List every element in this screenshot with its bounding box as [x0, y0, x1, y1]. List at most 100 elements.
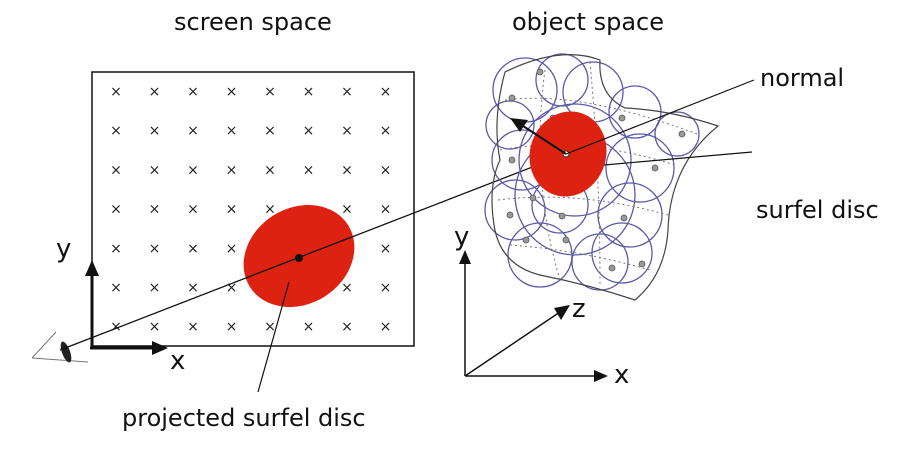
- screen-frame: [91, 71, 415, 347]
- surfel-point: [562, 236, 570, 244]
- pixel-grid-marker: ×: [380, 280, 392, 296]
- pixel-grid-marker: ×: [380, 202, 392, 218]
- surfel-circle: [492, 57, 558, 123]
- pixel-grid-marker: ×: [187, 241, 199, 257]
- object-y-arrow: [459, 250, 471, 264]
- object-z-axis: [464, 311, 561, 377]
- pixel-grid-marker: ×: [226, 202, 238, 218]
- pixel-grid-marker: ×: [303, 162, 315, 178]
- surfel-point: [651, 164, 659, 172]
- surfel-circle: [507, 222, 573, 288]
- object-z-axis-label: z: [572, 294, 586, 324]
- pixel-grid-marker: ×: [264, 162, 276, 178]
- surface-patch-outline: [491, 54, 720, 301]
- screen-space-title: screen space: [174, 8, 332, 36]
- screen-y-axis-label: y: [56, 234, 72, 264]
- surfel-point: [678, 130, 686, 138]
- pixel-grid-marker: ×: [341, 84, 353, 100]
- pixel-grid-marker: ×: [380, 319, 392, 335]
- object-y-axis-label: y: [454, 222, 470, 252]
- pixel-grid-marker: ×: [110, 241, 122, 257]
- pixel-grid-marker: ×: [226, 162, 238, 178]
- pixel-grid-marker: ×: [226, 241, 238, 257]
- screen-x-axis-label: x: [170, 346, 186, 376]
- pixel-grid-marker: ×: [187, 280, 199, 296]
- pixel-grid-marker: ×: [341, 123, 353, 139]
- pixel-grid-marker: ×: [149, 84, 161, 100]
- pixel-grid-marker: ×: [264, 202, 276, 218]
- pixel-grid-marker: ×: [264, 84, 276, 100]
- screen-x-arrow: [152, 341, 168, 355]
- screen-y-arrow: [85, 260, 99, 276]
- pixel-grid-marker: ×: [226, 84, 238, 100]
- object-x-arrow: [594, 370, 608, 382]
- surfel-disc-label-leader: [603, 151, 753, 166]
- surfel-circle: [485, 100, 535, 150]
- object-z-arrow: [554, 305, 570, 320]
- surfel-point: [536, 68, 544, 76]
- object-x-axis-label: x: [614, 360, 630, 390]
- pixel-grid-marker: ×: [110, 123, 122, 139]
- pixel-grid-marker: ×: [341, 202, 353, 218]
- pixel-grid-marker: ×: [303, 84, 315, 100]
- projected-label-leader: [257, 281, 290, 393]
- pixel-grid-marker: ×: [110, 280, 122, 296]
- pixel-grid-marker: ×: [149, 162, 161, 178]
- pixel-grid-marker: ×: [149, 280, 161, 296]
- surfel-circle: [518, 103, 632, 217]
- pixel-grid-marker: ×: [226, 123, 238, 139]
- pixel-grid-marker: ×: [110, 202, 122, 218]
- surfel-circle: [571, 233, 629, 291]
- pixel-grid-marker: ×: [149, 319, 161, 335]
- viewing-ray: [59, 153, 567, 351]
- pixel-grid-marker: ×: [303, 123, 315, 139]
- normal-label: normal: [760, 64, 845, 92]
- pixel-grid-marker: ×: [264, 123, 276, 139]
- pixel-grid-marker: ×: [187, 84, 199, 100]
- pixel-grid-marker: ×: [264, 319, 276, 335]
- normal-vector: [519, 123, 567, 155]
- surfel-point: [618, 114, 626, 122]
- pixel-grid-marker: ×: [149, 123, 161, 139]
- pixel-grid-marker: ×: [380, 241, 392, 257]
- surfel-points: [506, 68, 686, 272]
- pixel-grid-marker: ×: [226, 280, 238, 296]
- pixel-grid-marker: ×: [110, 162, 122, 178]
- pixel-grid-marker: ×: [226, 319, 238, 335]
- eye-icon: [31, 331, 89, 363]
- pixel-grid-marker: ×: [187, 319, 199, 335]
- object-space-title: object space: [512, 8, 664, 36]
- surfel-point: [522, 236, 530, 244]
- pixel-grid-marker: ×: [380, 162, 392, 178]
- pixel-grid-marker: ×: [149, 202, 161, 218]
- pixel-grid-marker: ×: [110, 319, 122, 335]
- surfel-point: [508, 156, 516, 164]
- pixel-grid: × × × × × × × × × × × × × × × × × × × × × × × × × × × × × × × × × × × × × × × ×…: [110, 84, 391, 335]
- pixel-grid-marker: ×: [341, 162, 353, 178]
- pixel-grid-marker: ×: [187, 202, 199, 218]
- surfel-point: [506, 211, 514, 219]
- pixel-grid-marker: ×: [187, 162, 199, 178]
- normal-vector-arrowhead: [510, 118, 528, 132]
- surfel-circle: [608, 85, 662, 139]
- surfel-point: [558, 212, 566, 220]
- pixel-grid-marker: ×: [110, 84, 122, 100]
- normal-label-leader: [565, 79, 755, 155]
- projected-surfel-disc-label: projected surfel disc: [122, 404, 366, 432]
- surfel-circle: [654, 111, 700, 157]
- pixel-grid-marker: ×: [380, 84, 392, 100]
- surfel-point: [620, 214, 628, 222]
- surfel-point: [529, 194, 537, 202]
- surfel-point: [638, 260, 646, 268]
- surfel-circle: [597, 182, 663, 248]
- surfel-disc-label: surfel disc: [756, 196, 879, 224]
- pixel-grid-marker: ×: [341, 280, 353, 296]
- pixel-grid-marker: ×: [187, 123, 199, 139]
- pixel-grid-marker: ×: [149, 241, 161, 257]
- pixel-grid-marker: ×: [341, 319, 353, 335]
- surfel-point: [508, 94, 516, 102]
- pixel-grid-marker: ×: [303, 319, 315, 335]
- surfel-circle: [605, 133, 675, 203]
